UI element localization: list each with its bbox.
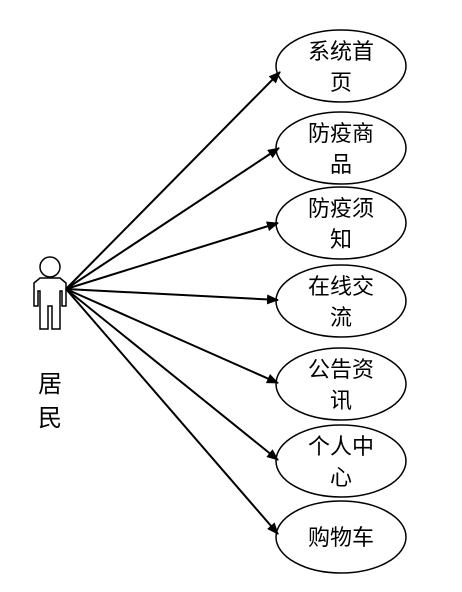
use-case-ellipse-4	[275, 264, 407, 338]
actor-figure	[33, 256, 67, 330]
actor-label-line1: 居	[38, 370, 62, 398]
association-arrow-4	[65, 288, 279, 305]
use-case-6: 个人中 心	[275, 424, 407, 498]
use-case-7-line1: 购物车	[308, 526, 374, 551]
actor-label-line2: 民	[38, 404, 62, 432]
use-case-2: 防疫商 品	[275, 111, 407, 185]
use-case-1: 系统首 页	[275, 29, 407, 103]
use-case-7: 购物车	[275, 500, 407, 574]
use-case-3: 防疫须 知	[275, 186, 407, 260]
use-case-4-line2: 流	[330, 306, 352, 331]
use-case-ellipse-3	[275, 186, 407, 260]
use-case-ellipse-1	[275, 29, 407, 103]
use-case-5-line2: 讯	[330, 389, 352, 414]
use-case-3-line2: 知	[330, 228, 352, 253]
use-case-ellipse-2	[275, 111, 407, 185]
use-case-4: 在线交 流	[275, 264, 407, 338]
use-case-1-line2: 页	[330, 71, 352, 96]
association-arrow-5	[65, 288, 279, 384]
association-arrow-3	[65, 221, 279, 290]
use-case-ellipse-5	[275, 347, 407, 421]
association-arrow-6	[65, 288, 279, 461]
use-case-2-line2: 品	[330, 153, 352, 178]
association-arrow-1	[65, 71, 281, 290]
use-case-6-line1: 个人中	[308, 435, 374, 460]
use-case-2-line1: 防疫商	[308, 122, 374, 147]
use-case-5: 公告资 讯	[275, 347, 407, 421]
actor-body	[33, 277, 67, 330]
use-case-1-line1: 系统首	[308, 40, 374, 65]
actor-head	[39, 256, 61, 278]
use-case-ellipse-7	[275, 500, 407, 574]
use-case-ellipse-6	[275, 424, 407, 498]
use-case-5-line1: 公告资	[308, 358, 374, 383]
use-case-3-line1: 防疫须	[308, 197, 374, 222]
association-arrow-7	[65, 288, 279, 535]
use-case-4-line1: 在线交	[308, 275, 374, 300]
association-arrow-2	[65, 147, 280, 290]
associations	[65, 71, 281, 535]
use-case-6-line2: 心	[330, 466, 352, 491]
